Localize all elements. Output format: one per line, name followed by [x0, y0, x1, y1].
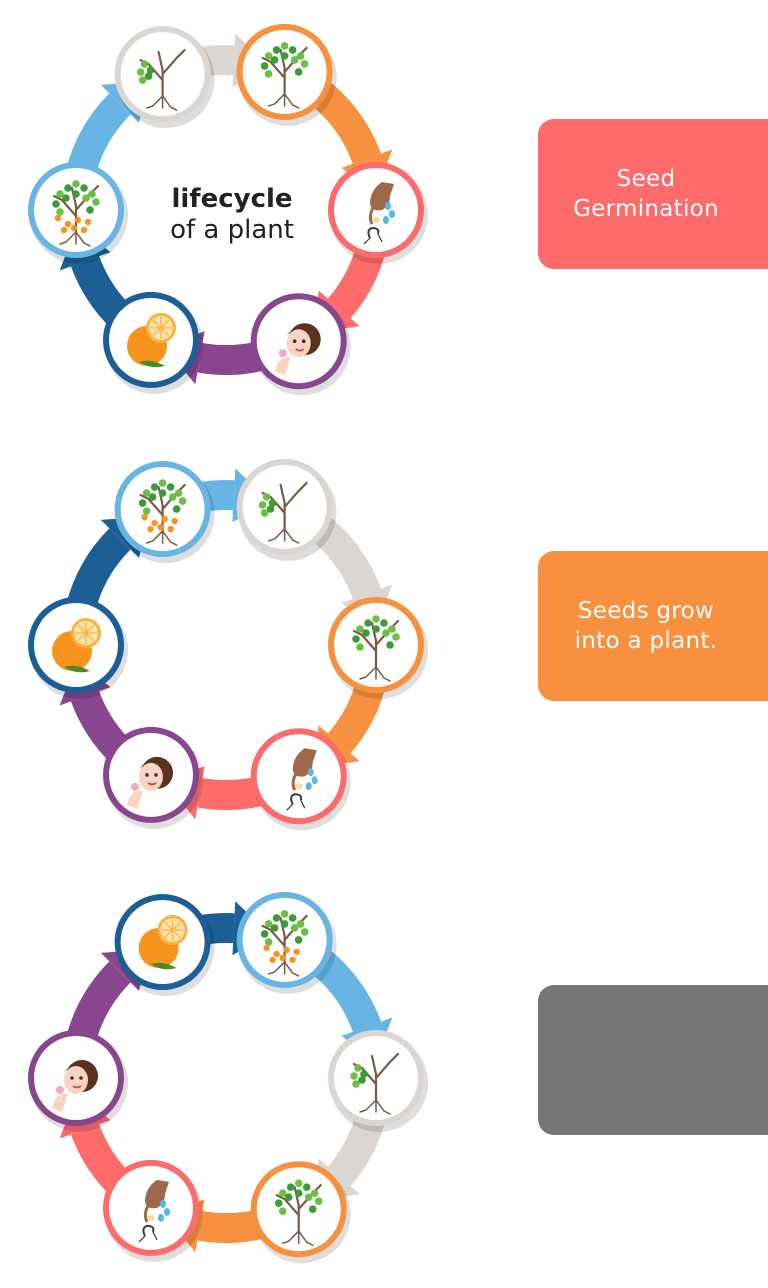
lifecycle-diagram-2 — [0, 435, 460, 855]
leafy-tree-roots-icon — [260, 42, 309, 109]
stage-node — [236, 891, 337, 994]
stage-card-seeds-grow: Seeds grow into a plant. — [538, 551, 768, 701]
cycle-ring-2 — [28, 458, 428, 831]
cycle-ring-1 — [28, 23, 428, 396]
stage-node — [236, 23, 337, 126]
fruit-tree-icon — [52, 180, 100, 247]
stage-node — [328, 162, 428, 264]
hand-sowing-seeds-icon — [286, 748, 318, 811]
hand-sowing-seeds-icon — [363, 182, 395, 245]
stage-node — [103, 726, 203, 829]
stage-node — [250, 728, 351, 831]
stage-node — [28, 162, 128, 264]
stage-node — [114, 894, 215, 997]
lifecycle-diagram-3 — [0, 868, 460, 1288]
seedling-roots-tree-icon — [136, 48, 186, 111]
cycle-ring-3 — [28, 891, 428, 1264]
stage-card-text: Seeds grow into a plant. — [574, 597, 718, 654]
stage-node — [236, 458, 337, 561]
stage-card-text: Seed Germination — [573, 165, 719, 222]
stage-node — [103, 1159, 203, 1262]
stage-card-seed-germination: Seed Germination — [538, 119, 768, 269]
stage-node — [328, 1030, 428, 1132]
stage-node — [328, 597, 428, 699]
title-bold: lifecycle — [171, 183, 293, 214]
stage-node — [103, 291, 203, 394]
stage-node — [114, 461, 215, 564]
woman-with-flower-icon — [274, 323, 321, 376]
orange-fruit-icon — [127, 312, 176, 368]
orange-fruit-icon — [138, 915, 188, 970]
stage-node — [114, 26, 215, 129]
diagram-title: lifecycle of a plant — [170, 184, 294, 246]
stage-node — [250, 293, 351, 396]
orange-fruit-icon — [52, 618, 101, 673]
fruit-tree-icon — [260, 910, 309, 977]
stage-node — [28, 597, 128, 699]
stage-node — [28, 1030, 128, 1132]
woman-with-flower-icon — [127, 756, 173, 809]
stage-card-next — [538, 985, 768, 1135]
leafy-tree-roots-icon — [352, 615, 400, 682]
fruit-tree-icon — [138, 479, 187, 546]
lifecycle-diagram-1: lifecycle of a plant — [0, 0, 460, 420]
seedling-roots-tree-icon — [258, 481, 308, 544]
title-subtitle: of a plant — [170, 215, 294, 245]
